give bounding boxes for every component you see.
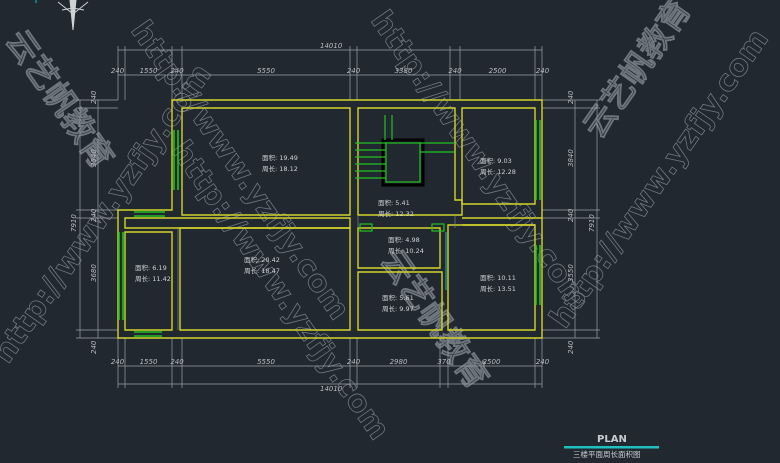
dim-bottom: 5550 <box>257 358 275 366</box>
dim-top: 240 <box>347 67 361 75</box>
watermark-brand: 云艺帆教育 <box>373 243 496 396</box>
dim-bottom: 2500 <box>483 358 501 366</box>
watermark-url: http://www.yzfjy.com <box>0 58 219 370</box>
dim-left: 240 <box>90 208 98 222</box>
dimension-lines <box>76 46 600 388</box>
walls <box>117 99 543 339</box>
plan-subtitle: 三楼平面周长面积图 <box>573 449 641 459</box>
room-perimeter: 周长: 12.32 <box>378 209 414 218</box>
room-perimeter: 周长: 11.42 <box>135 274 171 283</box>
dim-top: 1550 <box>140 67 158 75</box>
dim-top: 5550 <box>257 67 275 75</box>
dim-right: 240 <box>567 208 575 222</box>
room-labels: 面积: 19.49 周长: 18.12 面积: 5.41 周长: 12.32 面积: 9… <box>135 153 516 313</box>
dim-right-total: 7910 <box>588 214 596 232</box>
room-perimeter: 周长: 18.47 <box>244 266 280 275</box>
dim-top: 2500 <box>489 67 507 75</box>
dim-left: 240 <box>90 90 98 104</box>
room-area: 面积: 6.19 <box>135 263 167 272</box>
dim-right: 3840 <box>567 149 575 167</box>
room-area: 面积: 5.61 <box>382 293 414 302</box>
room-perimeter: 周长: 18.12 <box>262 164 298 173</box>
room-perimeter: 周长: 13.51 <box>480 284 516 293</box>
staircase <box>355 115 455 232</box>
dim-right: 3550 <box>567 264 575 282</box>
dim-left: 3680 <box>90 264 98 282</box>
dim-top: 240 <box>111 67 125 75</box>
dim-top: 240 <box>536 67 550 75</box>
dim-right: 240 <box>567 90 575 104</box>
room-area: 面积: 9.03 <box>480 156 512 165</box>
room-area: 面积: 10.11 <box>480 273 516 282</box>
dim-right: 240 <box>567 340 575 354</box>
watermark-url: http://www.yzfjy.com <box>163 135 396 447</box>
dim-bottom: 240 <box>536 358 550 366</box>
windows <box>118 120 541 337</box>
dim-top-total: 14010 <box>320 42 343 50</box>
dim-bottom-total: 14010 <box>320 385 343 393</box>
room-area: 面积: 19.49 <box>262 153 298 162</box>
dim-bottom: 370 <box>437 358 451 366</box>
watermark-brand: 云艺帆教育 <box>0 23 121 176</box>
dim-bottom: 240 <box>111 358 125 366</box>
dim-left-total: 7910 <box>70 214 78 232</box>
room-area: 面积: 4.98 <box>388 235 420 244</box>
watermark-url: http://www.yzfjy.com <box>543 23 776 335</box>
room-perimeter: 周长: 9.97 <box>382 304 414 313</box>
room-boundaries <box>177 215 456 330</box>
plan-title: PLAN <box>597 434 627 445</box>
dim-top: 3380 <box>395 67 413 75</box>
dim-bottom: 240 <box>170 358 184 366</box>
plan-title-underline <box>564 446 659 449</box>
dim-bottom: 1550 <box>140 358 158 366</box>
dim-bottom: 2980 <box>390 358 408 366</box>
dim-top: 240 <box>448 67 462 75</box>
dim-left: 3540 <box>90 149 98 167</box>
dim-left: 240 <box>90 340 98 354</box>
room-area: 面积: 20.42 <box>244 255 280 264</box>
room-area: 面积: 5.41 <box>378 198 410 207</box>
dim-bottom: 240 <box>347 358 361 366</box>
dim-top: 240 <box>170 67 184 75</box>
north-arrow-icon <box>57 0 89 31</box>
room-perimeter: 周长: 10.24 <box>388 246 424 255</box>
room-perimeter: 周长: 12.28 <box>480 167 516 176</box>
